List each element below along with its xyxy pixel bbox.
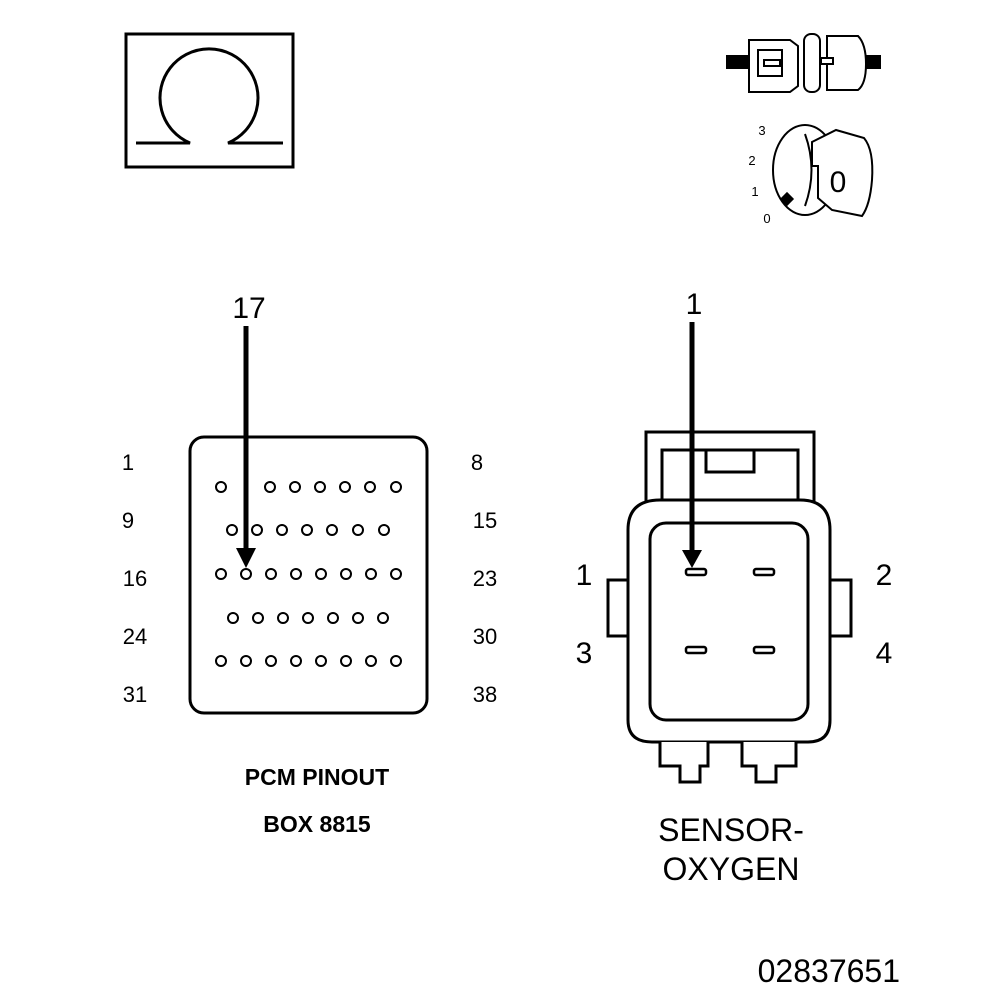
pcm-pin bbox=[240, 568, 252, 580]
pcm-pin bbox=[340, 568, 352, 580]
pcm-callout-label: 17 bbox=[232, 292, 265, 325]
ignition-position-marker bbox=[779, 191, 795, 207]
pcm-pin bbox=[265, 568, 277, 580]
pcm-pin bbox=[277, 612, 289, 624]
pcm-pin bbox=[265, 655, 277, 667]
pcm-pin bbox=[365, 568, 377, 580]
sensor-terminal-2 bbox=[752, 567, 776, 577]
pcm-pin bbox=[340, 655, 352, 667]
pcm-pin bbox=[215, 568, 227, 580]
sensor-pin-label-3: 3 bbox=[576, 637, 593, 670]
pcm-left-label-9: 9 bbox=[122, 508, 134, 533]
oxygen-sensor-labels: 1 1 2 3 4 SENSOR- OXYGEN bbox=[576, 288, 893, 887]
pcm-left-label-31: 31 bbox=[123, 682, 147, 707]
pcm-pin bbox=[390, 481, 402, 493]
ignition-position-0: 0 bbox=[763, 211, 770, 226]
pcm-pin bbox=[390, 655, 402, 667]
pcm-pin bbox=[315, 655, 327, 667]
pcm-pin bbox=[378, 524, 390, 536]
pcm-pin bbox=[327, 612, 339, 624]
pcm-pin bbox=[315, 568, 327, 580]
pcm-callout-arrowhead bbox=[236, 548, 256, 568]
pcm-caption-line2: BOX 8815 bbox=[263, 811, 371, 837]
pcm-pin bbox=[240, 655, 252, 667]
sensor-pin-label-2: 2 bbox=[876, 559, 893, 592]
ohmmeter-symbol bbox=[124, 32, 295, 169]
pcm-pin bbox=[227, 612, 239, 624]
omega-icon bbox=[136, 47, 283, 145]
ignition-position-1: 1 bbox=[751, 184, 758, 199]
sensor-pin-label-1: 1 bbox=[576, 559, 593, 592]
pcm-pin bbox=[352, 612, 364, 624]
pcm-pin bbox=[289, 481, 301, 493]
pcm-pin bbox=[226, 524, 238, 536]
sensor-terminal-3 bbox=[684, 645, 708, 655]
pcm-pin bbox=[276, 524, 288, 536]
pcm-pin bbox=[215, 481, 227, 493]
pcm-left-label-1: 1 bbox=[122, 450, 134, 475]
ignition-key-label: 0 bbox=[830, 166, 847, 199]
pcm-right-label-23: 23 bbox=[473, 566, 497, 591]
sensor-callout-label: 1 bbox=[686, 288, 703, 321]
pcm-right-label-30: 30 bbox=[473, 624, 497, 649]
ignition-position-2: 2 bbox=[748, 153, 755, 168]
pcm-pin bbox=[251, 524, 263, 536]
disconnect-connector-icon bbox=[726, 33, 881, 93]
sensor-terminal-4 bbox=[752, 645, 776, 655]
pcm-pin bbox=[290, 568, 302, 580]
pcm-pin bbox=[364, 481, 376, 493]
sensor-terminal-1 bbox=[684, 567, 708, 577]
pcm-pin bbox=[264, 481, 276, 493]
ignition-position-3: 3 bbox=[758, 123, 765, 138]
pcm-right-label-8: 8 bbox=[471, 450, 483, 475]
ignition-key-icon bbox=[811, 128, 874, 218]
pcm-right-label-15: 15 bbox=[473, 508, 497, 533]
figure-id: 02837651 bbox=[758, 953, 900, 989]
pcm-pin bbox=[377, 612, 389, 624]
pcm-pin bbox=[326, 524, 338, 536]
pcm-pin bbox=[314, 481, 326, 493]
ignition-switch-icon: 0 3 2 1 0 bbox=[748, 123, 874, 226]
sensor-callout-arrowhead bbox=[682, 550, 702, 568]
pcm-pin bbox=[290, 655, 302, 667]
pcm-left-label-24: 24 bbox=[123, 624, 147, 649]
sensor-caption-line2: OXYGEN bbox=[663, 851, 800, 887]
pcm-connector: 1 9 16 24 31 8 15 23 30 38 17 PCM PINOUT… bbox=[122, 292, 497, 837]
pcm-pin bbox=[302, 612, 314, 624]
pcm-pin bbox=[365, 655, 377, 667]
pcm-pin bbox=[390, 568, 402, 580]
pcm-pin bbox=[252, 612, 264, 624]
pcm-pin bbox=[301, 524, 313, 536]
sensor-caption-line1: SENSOR- bbox=[658, 812, 804, 848]
sensor-pin-label-4: 4 bbox=[876, 637, 893, 670]
oxygen-sensor-connector bbox=[606, 430, 853, 784]
pcm-pin bbox=[339, 481, 351, 493]
pcm-pin-grid bbox=[215, 481, 402, 667]
pcm-pin bbox=[215, 655, 227, 667]
pcm-caption-line1: PCM PINOUT bbox=[245, 764, 389, 790]
pcm-pin bbox=[352, 524, 364, 536]
pcm-left-label-16: 16 bbox=[123, 566, 147, 591]
pcm-right-label-38: 38 bbox=[473, 682, 497, 707]
